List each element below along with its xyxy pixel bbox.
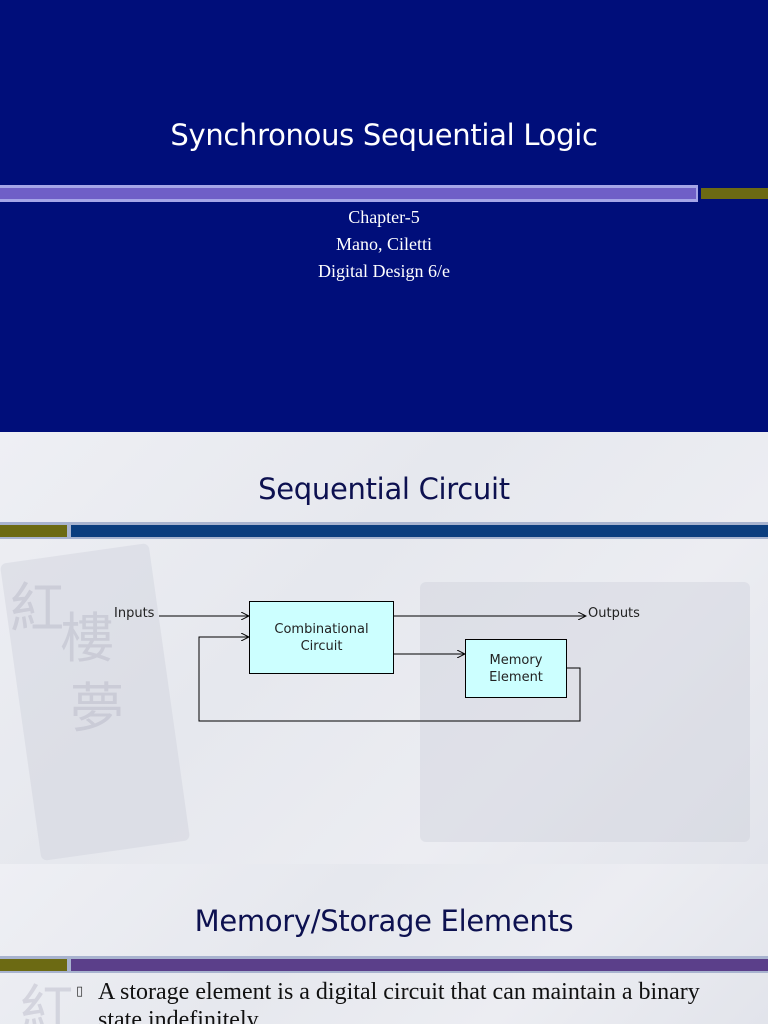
combinational-line2: Circuit [300,638,343,654]
outputs-label: Outputs [588,606,640,621]
feedback-arrow [198,637,581,722]
inputs-label: Inputs [114,606,155,621]
background-glyph-1: 紅 [10,577,64,640]
combinational-circuit-box: Combinational Circuit [249,601,394,674]
title-slide: Synchronous Sequential Logic Chapter-5 M… [0,0,768,432]
title-divider-bar-2 [0,956,768,973]
memory-element-box: Memory Element [465,639,567,698]
background-glyph-2: 樓 [60,607,114,670]
sequential-circuit-diagram [159,432,768,722]
title-divider-bar [0,522,768,539]
background-glyph-4: 紅 [20,979,74,1024]
bullet-marker: ▯ [76,984,84,999]
memory-storage-slide: 紅 Memory/Storage Elements ▯ A storage el… [0,864,768,1024]
slide-title-memory-storage: Memory/Storage Elements [194,904,574,938]
authors-label: Mano, Ciletti [336,234,432,254]
bullet-text: A storage element is a digital circuit t… [98,979,700,1024]
memory-line2: Element [489,669,543,685]
presentation-title: Synchronous Sequential Logic [170,118,598,152]
divider-bar-olive-2 [0,959,67,971]
title-band-olive [701,188,768,199]
memory-line1: Memory [489,652,543,668]
background-book-right [420,582,750,842]
combinational-line1: Combinational [274,621,369,637]
title-band-purple [0,188,696,199]
divider-bar-olive [0,525,67,537]
divider-bar-purple-2 [71,959,768,971]
background-glyph-3: 夢 [70,677,124,740]
divider-bar-blue [71,525,768,537]
sequential-circuit-slide: 紅 樓 夢 Sequential Circuit Inputs Outputs … [0,432,768,864]
chapter-label: Chapter-5 [348,207,420,227]
book-label: Digital Design 6/e [318,261,450,281]
slide-title-sequential-circuit: Sequential Circuit [258,472,510,506]
